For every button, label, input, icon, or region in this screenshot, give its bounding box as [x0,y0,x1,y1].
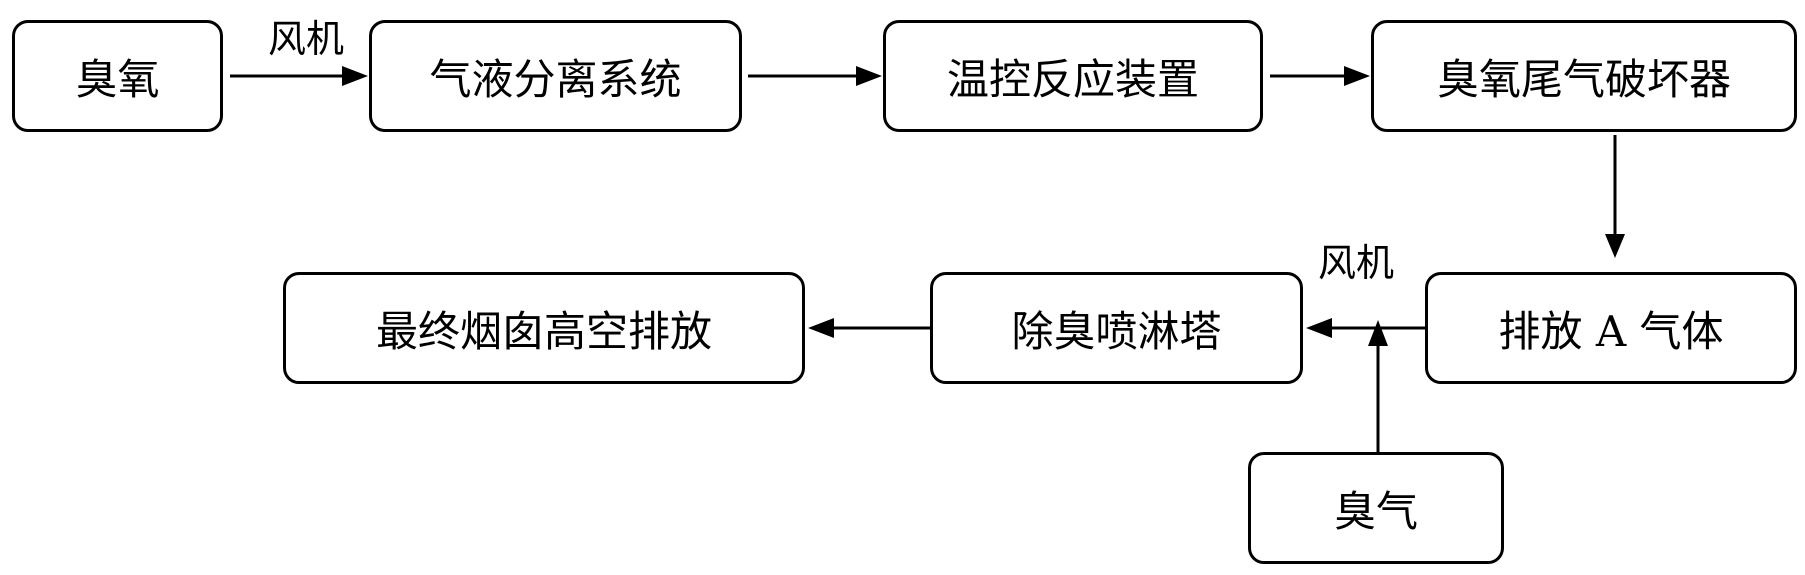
arrowhead-7 [808,318,834,338]
node-odor-gas: 臭气 [1248,452,1504,564]
label-fan-top: 风机 [268,17,345,61]
node-ozone-tail-destroyer: 臭氧尾气破坏器 [1371,20,1797,132]
node-chimney-discharge: 最终烟囱高空排放 [283,272,805,384]
node-deodor-tower-label: 除臭喷淋塔 [1011,306,1222,356]
arrowhead-4 [1605,234,1625,258]
node-temp-control-label: 温控反应装置 [946,54,1199,104]
arrowhead-2 [856,66,882,86]
node-gas-liquid-separation: 气液分离系统 [369,20,742,132]
node-tail-destroyer-label: 臭氧尾气破坏器 [1436,54,1731,104]
label-fan-bottom: 风机 [1318,241,1395,285]
node-discharge-a-gas: 排放 A 气体 [1425,272,1797,384]
node-temperature-control: 温控反应装置 [883,20,1263,132]
node-ozone-label: 臭氧 [75,54,160,104]
arrowhead-5 [1306,318,1332,338]
node-deodorizing-tower: 除臭喷淋塔 [930,272,1303,384]
node-odor-gas-label: 臭气 [1333,486,1418,536]
arrowhead-3 [1344,66,1370,86]
arrowhead-6 [1368,320,1388,346]
node-chimney-label: 最终烟囱高空排放 [375,306,712,356]
arrowhead-1 [342,66,368,86]
node-gas-liquid-label: 气液分离系统 [429,54,682,104]
node-ozone: 臭氧 [12,20,223,132]
node-discharge-label: 排放 A 气体 [1498,306,1724,356]
